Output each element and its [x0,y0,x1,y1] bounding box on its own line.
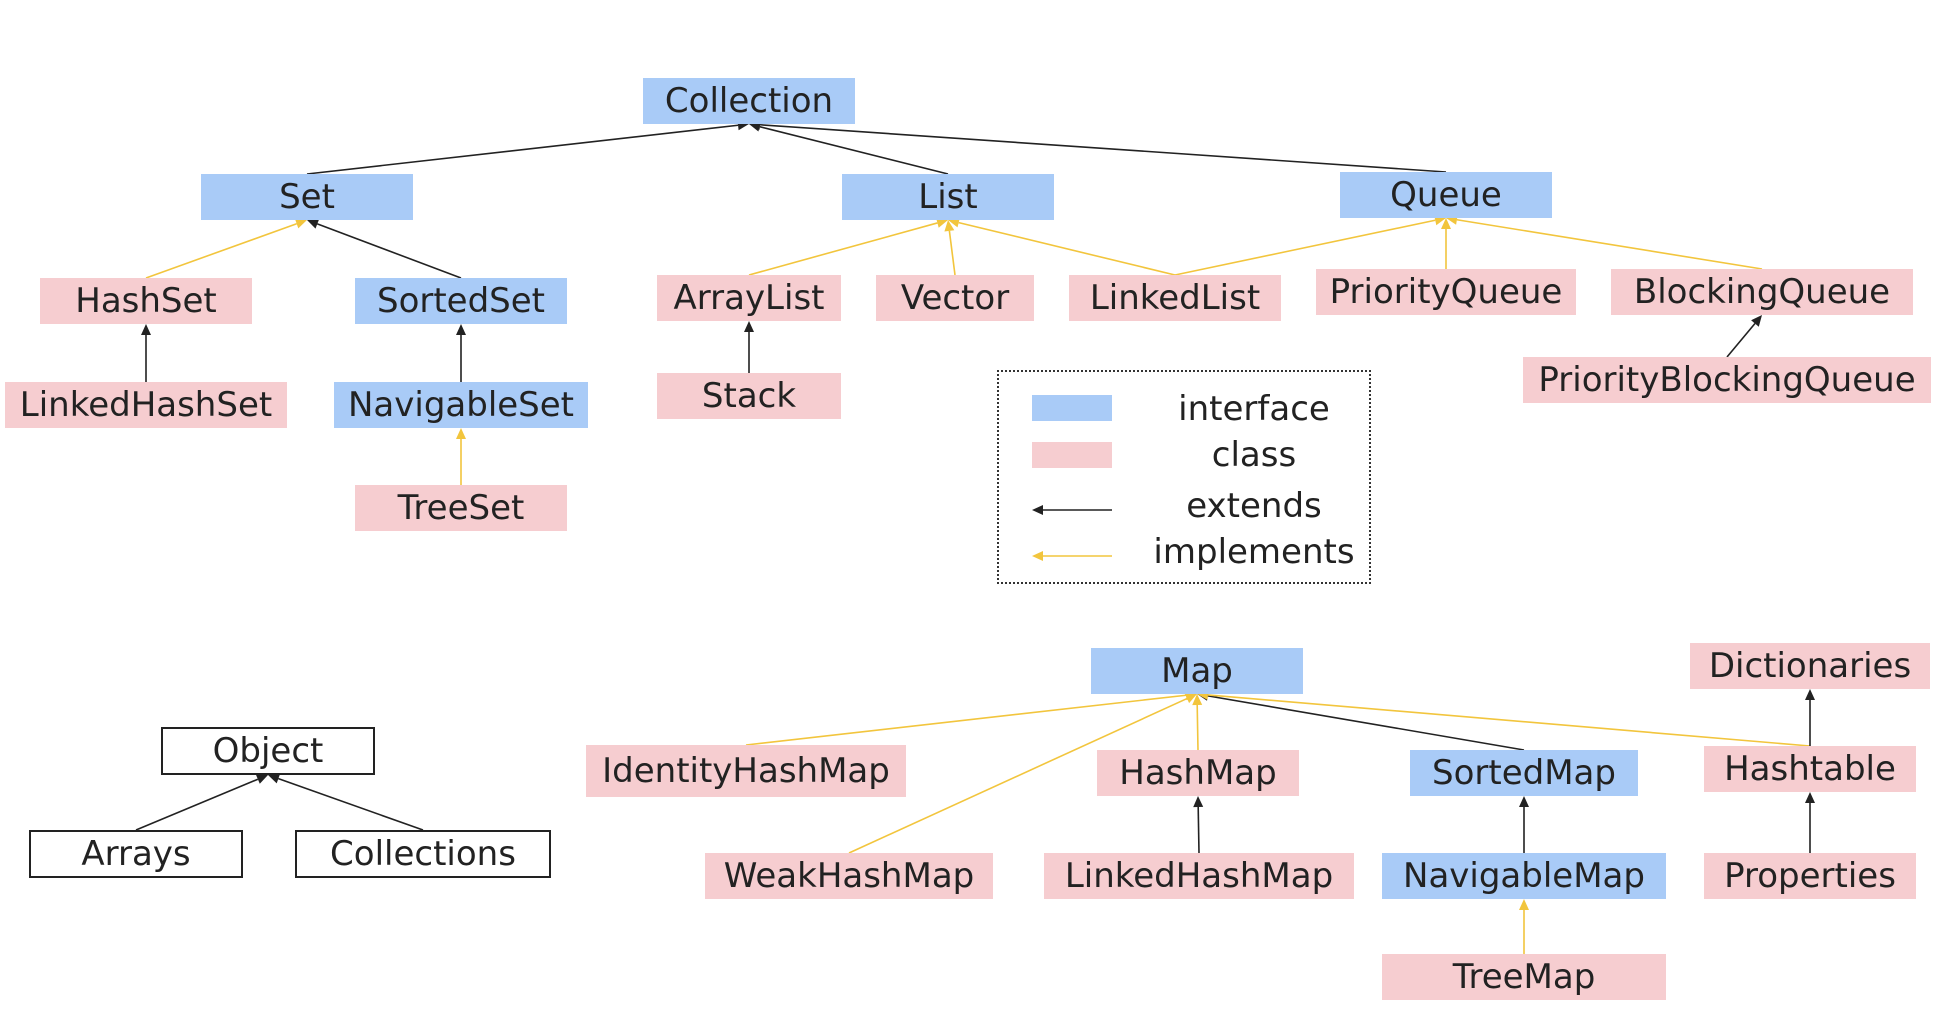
node-linkedlist: LinkedList [1069,275,1281,321]
legend-class-swatch [1032,442,1112,468]
node-linkedhashmap: LinkedHashMap [1044,853,1354,899]
legend-interface-label: interface [1178,389,1330,429]
arrowhead-linkedhashset-hashset [141,324,151,335]
arrowhead-hashtable-dictionaries [1805,689,1815,700]
node-collection: Collection [643,78,855,124]
legend-class-label: class [1211,435,1297,475]
arrowhead-collections-object [268,774,280,784]
edge-linkedlist-queue [1174,219,1436,276]
legend-extends-arrow-icon [1032,505,1112,515]
legend-interface-swatch [1032,395,1112,421]
node-sortedmap: SortedMap [1410,750,1638,796]
arrowhead-properties-hashtable [1805,792,1815,803]
node-linkedhashset: LinkedHashSet [5,382,287,428]
arrowhead-vector-list [944,220,955,232]
edge-hashtable-map [1207,694,1811,747]
node-treeset: TreeSet [355,485,567,531]
node-arrays: Arrays [29,830,243,878]
arrowhead-linkedhashmap-hashmap [1193,796,1204,808]
node-vector: Vector [876,275,1034,321]
node-queue: Queue [1340,172,1552,218]
arrowhead-weakhashmap-map [1184,694,1197,704]
node-sortedset: SortedSet [355,278,567,324]
edge-vector-list [948,230,956,276]
node-properties: Properties [1704,853,1916,899]
edge-weakhashmap-map [848,697,1188,854]
arrowhead-priorityqueue-queue [1441,218,1451,229]
edge-queue-collection [759,123,1447,173]
arrowhead-hashmap-map [1192,694,1203,706]
node-priorityqueue: PriorityQueue [1316,269,1576,315]
node-set: Set [201,174,413,220]
edge-set-collection [306,124,739,175]
legend-extends-label: extends [1186,486,1322,526]
edge-hashmap-map [1196,704,1199,751]
edge-linkedhashmap-hashmap [1197,806,1200,854]
node-hashtable: Hashtable [1704,746,1916,792]
node-dictionaries: Dictionaries [1690,643,1930,689]
edge-priorityblockingqueue-blockingqueue [1726,322,1756,358]
legend: interface class extends implements [997,370,1371,584]
arrowhead-hashset-set [295,219,307,229]
legend-implements-arrow-icon [1032,551,1112,561]
arrowhead-arrays-object [255,774,268,784]
edge-sortedset-set [317,223,462,279]
arrowhead-navigableset-sortedset [456,324,466,335]
arrowhead-treemap-navigablemap [1519,899,1529,910]
node-hashmap: HashMap [1097,750,1299,796]
node-list: List [842,174,1054,220]
arrowhead-stack-arraylist [744,321,754,332]
node-collections: Collections [295,830,551,878]
edge-hashset-set [145,222,297,279]
node-navigablemap: NavigableMap [1382,853,1666,899]
node-arraylist: ArrayList [657,275,841,321]
edge-arraylist-list [748,222,938,276]
edge-collections-object [278,777,424,831]
edge-sortedmap-map [1207,695,1525,751]
edge-identityhashmap-map [745,694,1187,746]
arrowhead-priorityblockingqueue-blockingqueue [1751,315,1762,327]
node-navigableset: NavigableSet [334,382,588,428]
legend-implements-label: implements [1153,532,1355,572]
arrowhead-navigablemap-sortedmap [1519,796,1529,807]
node-object: Object [161,727,375,775]
node-weakhashmap: WeakHashMap [705,853,993,899]
node-hashset: HashSet [40,278,252,324]
edge-list-collection [759,125,949,175]
arrowhead-sortedset-set [307,219,320,229]
node-blockingqueue: BlockingQueue [1611,269,1913,315]
node-stack: Stack [657,373,841,419]
node-treemap: TreeMap [1382,954,1666,1000]
arrowhead-treeset-navigableset [456,428,466,439]
edge-blockingqueue-queue [1456,218,1763,270]
node-map: Map [1091,648,1303,694]
node-identityhashmap: IdentityHashMap [586,745,906,797]
arrowhead-linkedlist-list [948,217,960,228]
edge-arrays-object [135,778,259,831]
edge-linkedlist-list [958,221,1176,276]
node-priorityblockingqueue: PriorityBlockingQueue [1523,357,1931,403]
arrowhead-arraylist-list [936,218,948,228]
